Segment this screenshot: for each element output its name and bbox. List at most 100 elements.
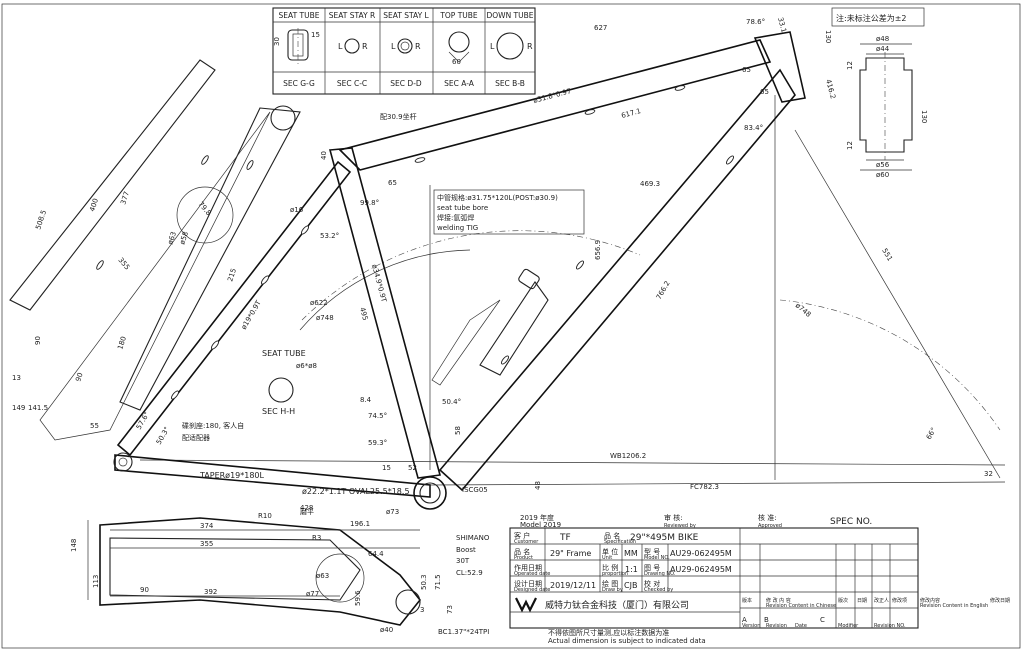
sec-d-letter-l: L bbox=[391, 42, 396, 51]
rev-h-9: 修改日期 bbox=[990, 597, 1010, 604]
tb-drawing-value: AU29-062495M bbox=[670, 565, 732, 574]
section-header-down-tube: DOWN TUBE bbox=[486, 11, 533, 20]
shimano-label: SHIMANO bbox=[456, 534, 490, 542]
sec-d-letter-r: R bbox=[415, 42, 421, 51]
tb-customer-value: TF bbox=[559, 533, 571, 543]
dim-ø58: ø58 bbox=[178, 231, 190, 246]
dim-74-5-deg: 74.5° bbox=[368, 412, 387, 420]
dim-52: 52 bbox=[408, 464, 417, 472]
tb-name-en: Specification bbox=[604, 539, 636, 545]
sec-b-letter-l: L bbox=[490, 42, 495, 51]
front-center-label: FC782.3 bbox=[690, 483, 719, 491]
dim-58: 58 bbox=[454, 426, 462, 435]
boost-label: Boost bbox=[456, 546, 476, 554]
sec-a-dim-60: 60 bbox=[452, 58, 461, 66]
sec-c-letter-l: L bbox=[338, 42, 343, 51]
rev-h-5: 改正人 bbox=[874, 597, 889, 604]
cs-dim-ø40: ø40 bbox=[380, 626, 393, 634]
sec-b-letter-r: R bbox=[527, 42, 533, 51]
tb-scale-cn: 比 例 bbox=[602, 563, 618, 572]
cs-dim-ø63: ø63 bbox=[316, 572, 329, 580]
section-header-seat-tube: SEAT TUBE bbox=[279, 11, 320, 20]
dim-377: 377 bbox=[119, 190, 131, 205]
dim-32: 32 bbox=[984, 470, 993, 478]
dim-141-5: 141.5 bbox=[28, 404, 48, 412]
seatpost-clamp-note: 配30.9坐杆 bbox=[380, 112, 417, 121]
cs-dim-392: 392 bbox=[204, 588, 217, 596]
rev-letter-a: A bbox=[742, 616, 747, 624]
rev-en-0: Version bbox=[742, 623, 760, 629]
dim-55: 55 bbox=[90, 422, 99, 430]
seat-tube-spec-en: seat tube bore bbox=[437, 204, 488, 212]
tb-approve-cn: 核 准: bbox=[758, 513, 777, 522]
rev-h-7: 修改内容 bbox=[920, 597, 940, 604]
dim-ø63: ø63 bbox=[166, 231, 178, 246]
section-label-d: SEC D-D bbox=[390, 79, 422, 88]
ht-dim-56: ø56 bbox=[876, 161, 890, 169]
company-logo bbox=[515, 597, 537, 613]
cs-r3: R3 bbox=[312, 534, 321, 542]
sec-g-dim-30: 30 bbox=[273, 37, 281, 46]
dim-83-4-deg: 83.4° bbox=[744, 124, 763, 132]
rev-en-4: Revision NO. bbox=[874, 623, 906, 629]
ht-dim-12b: 12 bbox=[846, 141, 854, 150]
dim-13: 13 bbox=[12, 374, 21, 382]
tb-product-value: 29" Frame bbox=[550, 549, 591, 558]
tb-unit-en: Unit bbox=[602, 555, 612, 561]
tb-drawer: CJB bbox=[624, 581, 637, 590]
ht-dim-48: ø48 bbox=[876, 35, 889, 43]
oval-tube-label: ø22.2*1.1T OVAL25.5*18.5 bbox=[302, 487, 410, 496]
cs-dim-64-4: 64.4 bbox=[368, 550, 384, 558]
section-header-top-tube: TOP TUBE bbox=[439, 11, 478, 20]
cs-r10: R10 bbox=[258, 512, 272, 520]
dim-617-1: 617.1 bbox=[620, 107, 641, 120]
top-tube-diameter: ø31.8*0.97 bbox=[532, 87, 572, 105]
dim-215: 215 bbox=[226, 267, 238, 282]
iscg05-label: ISCG05 bbox=[462, 486, 488, 494]
dim-627: 627 bbox=[594, 24, 607, 32]
dim-ø748-center: ø748 bbox=[316, 314, 334, 322]
cs-dim-113: 113 bbox=[92, 575, 100, 588]
dim-ø73: ø73 bbox=[386, 508, 399, 516]
tb-design-cn: 设计日期 bbox=[514, 579, 542, 588]
tb-inspect-cn: 审 核: bbox=[664, 513, 683, 522]
cs-dim-90: 90 bbox=[140, 586, 149, 594]
tb-approve-en: Approved bbox=[758, 523, 782, 529]
dim-66-deg: 66° bbox=[925, 426, 938, 441]
section-label-a: SEC A-A bbox=[444, 79, 475, 88]
dim-33-1: 33.1 bbox=[776, 16, 788, 33]
rev-h-2: Revision Content in Chinese bbox=[766, 603, 836, 609]
rev-letter-c: C bbox=[820, 616, 825, 624]
cross-section-table: SEAT TUBE SEAT STAY R SEAT STAY L TOP TU… bbox=[272, 7, 536, 95]
dim-53-2-deg: 53.2° bbox=[320, 232, 339, 240]
dim-90a: 90 bbox=[34, 336, 42, 345]
dim-50-3-deg: 50.3° bbox=[155, 425, 171, 446]
rev-h-0: 版本 bbox=[742, 597, 752, 604]
head-tube-detail: ø48 ø44 12 130 12 ø56 ø60 bbox=[846, 35, 928, 179]
rev-h-8: Revision Content in English bbox=[920, 603, 988, 609]
tb-check-en: Checked by bbox=[644, 587, 673, 593]
tb-draw-cn: 绘 图 bbox=[602, 579, 618, 588]
dim-50-4-deg: 50.4° bbox=[442, 398, 461, 406]
dim-766-2: 766.2 bbox=[655, 280, 672, 301]
tb-unit-value: MM bbox=[624, 549, 638, 558]
tb-name-cn: 品 名 bbox=[604, 531, 620, 540]
welding-spec-cn: 焊接:氩弧焊 bbox=[437, 213, 474, 222]
tb-year: 2019 年度 bbox=[520, 513, 554, 522]
cs-dim-ø77: ø77 bbox=[306, 590, 319, 598]
cs-dim-374: 374 bbox=[200, 522, 214, 530]
tb-drawing-en: Drawing NO. bbox=[644, 571, 676, 577]
dim-508-5: 508.5 bbox=[34, 209, 48, 231]
rev-h-6: 修改项 bbox=[892, 597, 907, 604]
dim-ø16: ø16 bbox=[290, 206, 304, 214]
sec-g-dim-15: 15 bbox=[311, 31, 320, 39]
rev-h-1: 修 改 内 容 bbox=[766, 597, 791, 604]
tb-footer-cn: 不得依图所尺寸量测,应以标注数据为准 bbox=[548, 628, 669, 637]
cs-dim-196-1: 196.1 bbox=[350, 520, 370, 528]
seat-stay-diameter: ø19*0.9T bbox=[240, 299, 263, 331]
dim-78-6-deg: 78.6° bbox=[746, 18, 765, 26]
tb-scale-value: 1:1 bbox=[625, 565, 638, 574]
tb-drawing-cn: 图 号 bbox=[644, 564, 660, 572]
section-label-c: SEC C-C bbox=[337, 79, 367, 88]
tb-design-date: 2019/12/11 bbox=[550, 581, 596, 590]
